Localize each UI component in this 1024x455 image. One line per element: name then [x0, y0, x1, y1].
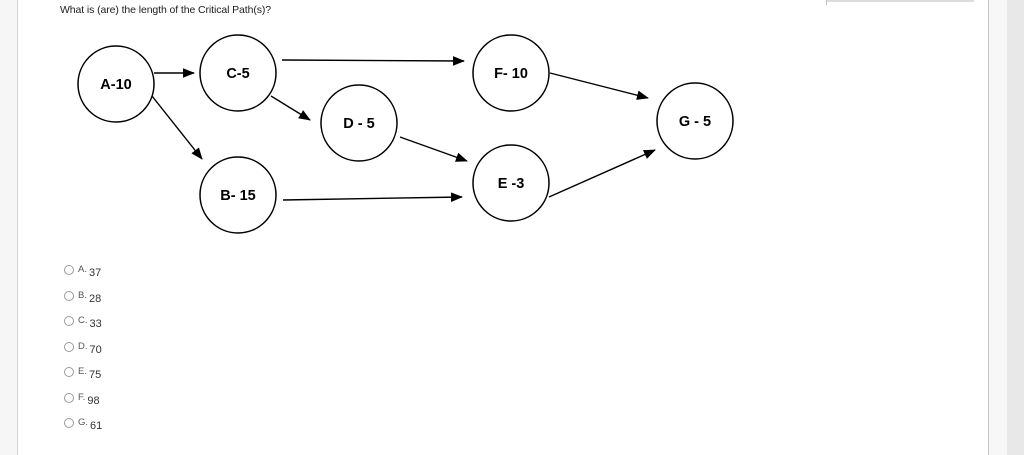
option-value: 37: [88, 267, 102, 279]
right-page-gap: [988, 0, 1007, 455]
radio-button-C[interactable]: [64, 316, 74, 326]
activity-node-label-D: D - 5: [343, 116, 374, 132]
activity-node-D: [320, 84, 398, 162]
activity-node-label-F: F- 10: [494, 66, 528, 82]
option-value: 98: [87, 394, 100, 407]
top-divider: [826, 0, 974, 2]
activity-node-label-G: G - 5: [679, 114, 711, 130]
activity-node-label-A: A-10: [100, 77, 131, 93]
edge-C-to-F: [281, 56, 465, 66]
option-letter: A.: [78, 264, 87, 275]
activity-node-C: [199, 34, 277, 112]
activity-node-B: [199, 156, 277, 234]
question-panel: What is (are) the length of the Critical…: [60, 4, 734, 440]
activity-node-label-C: C-5: [226, 66, 249, 82]
option-value: 28: [88, 292, 102, 305]
radio-button-B[interactable]: [64, 290, 74, 301]
edge-A-to-B: [151, 95, 203, 160]
edge-E-to-G: [548, 149, 656, 198]
option-value: 70: [89, 343, 102, 356]
edge-F-to-G: [549, 72, 649, 100]
question-text: What is (are) the length of the Critical…: [60, 4, 272, 16]
top-divider-end-tick: [826, 0, 827, 5]
edge-B-to-E: [282, 192, 463, 202]
option-letter: E.: [78, 366, 87, 377]
edge-D-to-E: [399, 136, 468, 162]
left-gutter: [0, 0, 18, 455]
option-letter: B.: [78, 289, 87, 301]
option-letter: C.: [78, 315, 88, 326]
option-letter: F.: [78, 391, 86, 403]
option-row-C[interactable]: C.33: [64, 312, 102, 338]
option-row-E[interactable]: E.75: [64, 363, 102, 389]
option-row-A[interactable]: A.37: [64, 261, 102, 287]
radio-button-F[interactable]: [64, 392, 74, 403]
scrollbar-track[interactable]: [1007, 0, 1024, 455]
option-value: 61: [90, 420, 103, 432]
activity-node-label-E: E -3: [498, 176, 525, 192]
activity-node-A: [77, 45, 155, 123]
option-letter: G.: [78, 417, 89, 428]
radio-button-E[interactable]: [64, 367, 74, 377]
option-row-B[interactable]: B.28: [64, 287, 102, 313]
option-row-G[interactable]: G.61: [64, 414, 102, 440]
edge-C-to-D: [270, 95, 311, 121]
radio-button-G[interactable]: [64, 418, 74, 428]
option-value: 75: [88, 369, 102, 381]
radio-button-D[interactable]: [64, 341, 74, 352]
activity-node-F: [472, 34, 550, 112]
diagram-nodes: A-10 C-5 D - 5 F- 10 B- 15 E -3 G - 5: [77, 34, 734, 234]
diagram-edges: [151, 56, 656, 202]
option-row-D[interactable]: D.70: [64, 338, 102, 364]
option-row-F[interactable]: F.98: [64, 389, 102, 415]
activity-node-label-B: B- 15: [220, 188, 255, 204]
option-letter: D.: [78, 340, 88, 352]
option-value: 33: [89, 318, 102, 330]
activity-node-E: [472, 144, 550, 222]
radio-button-A[interactable]: [64, 265, 74, 275]
activity-node-G: [656, 82, 734, 160]
